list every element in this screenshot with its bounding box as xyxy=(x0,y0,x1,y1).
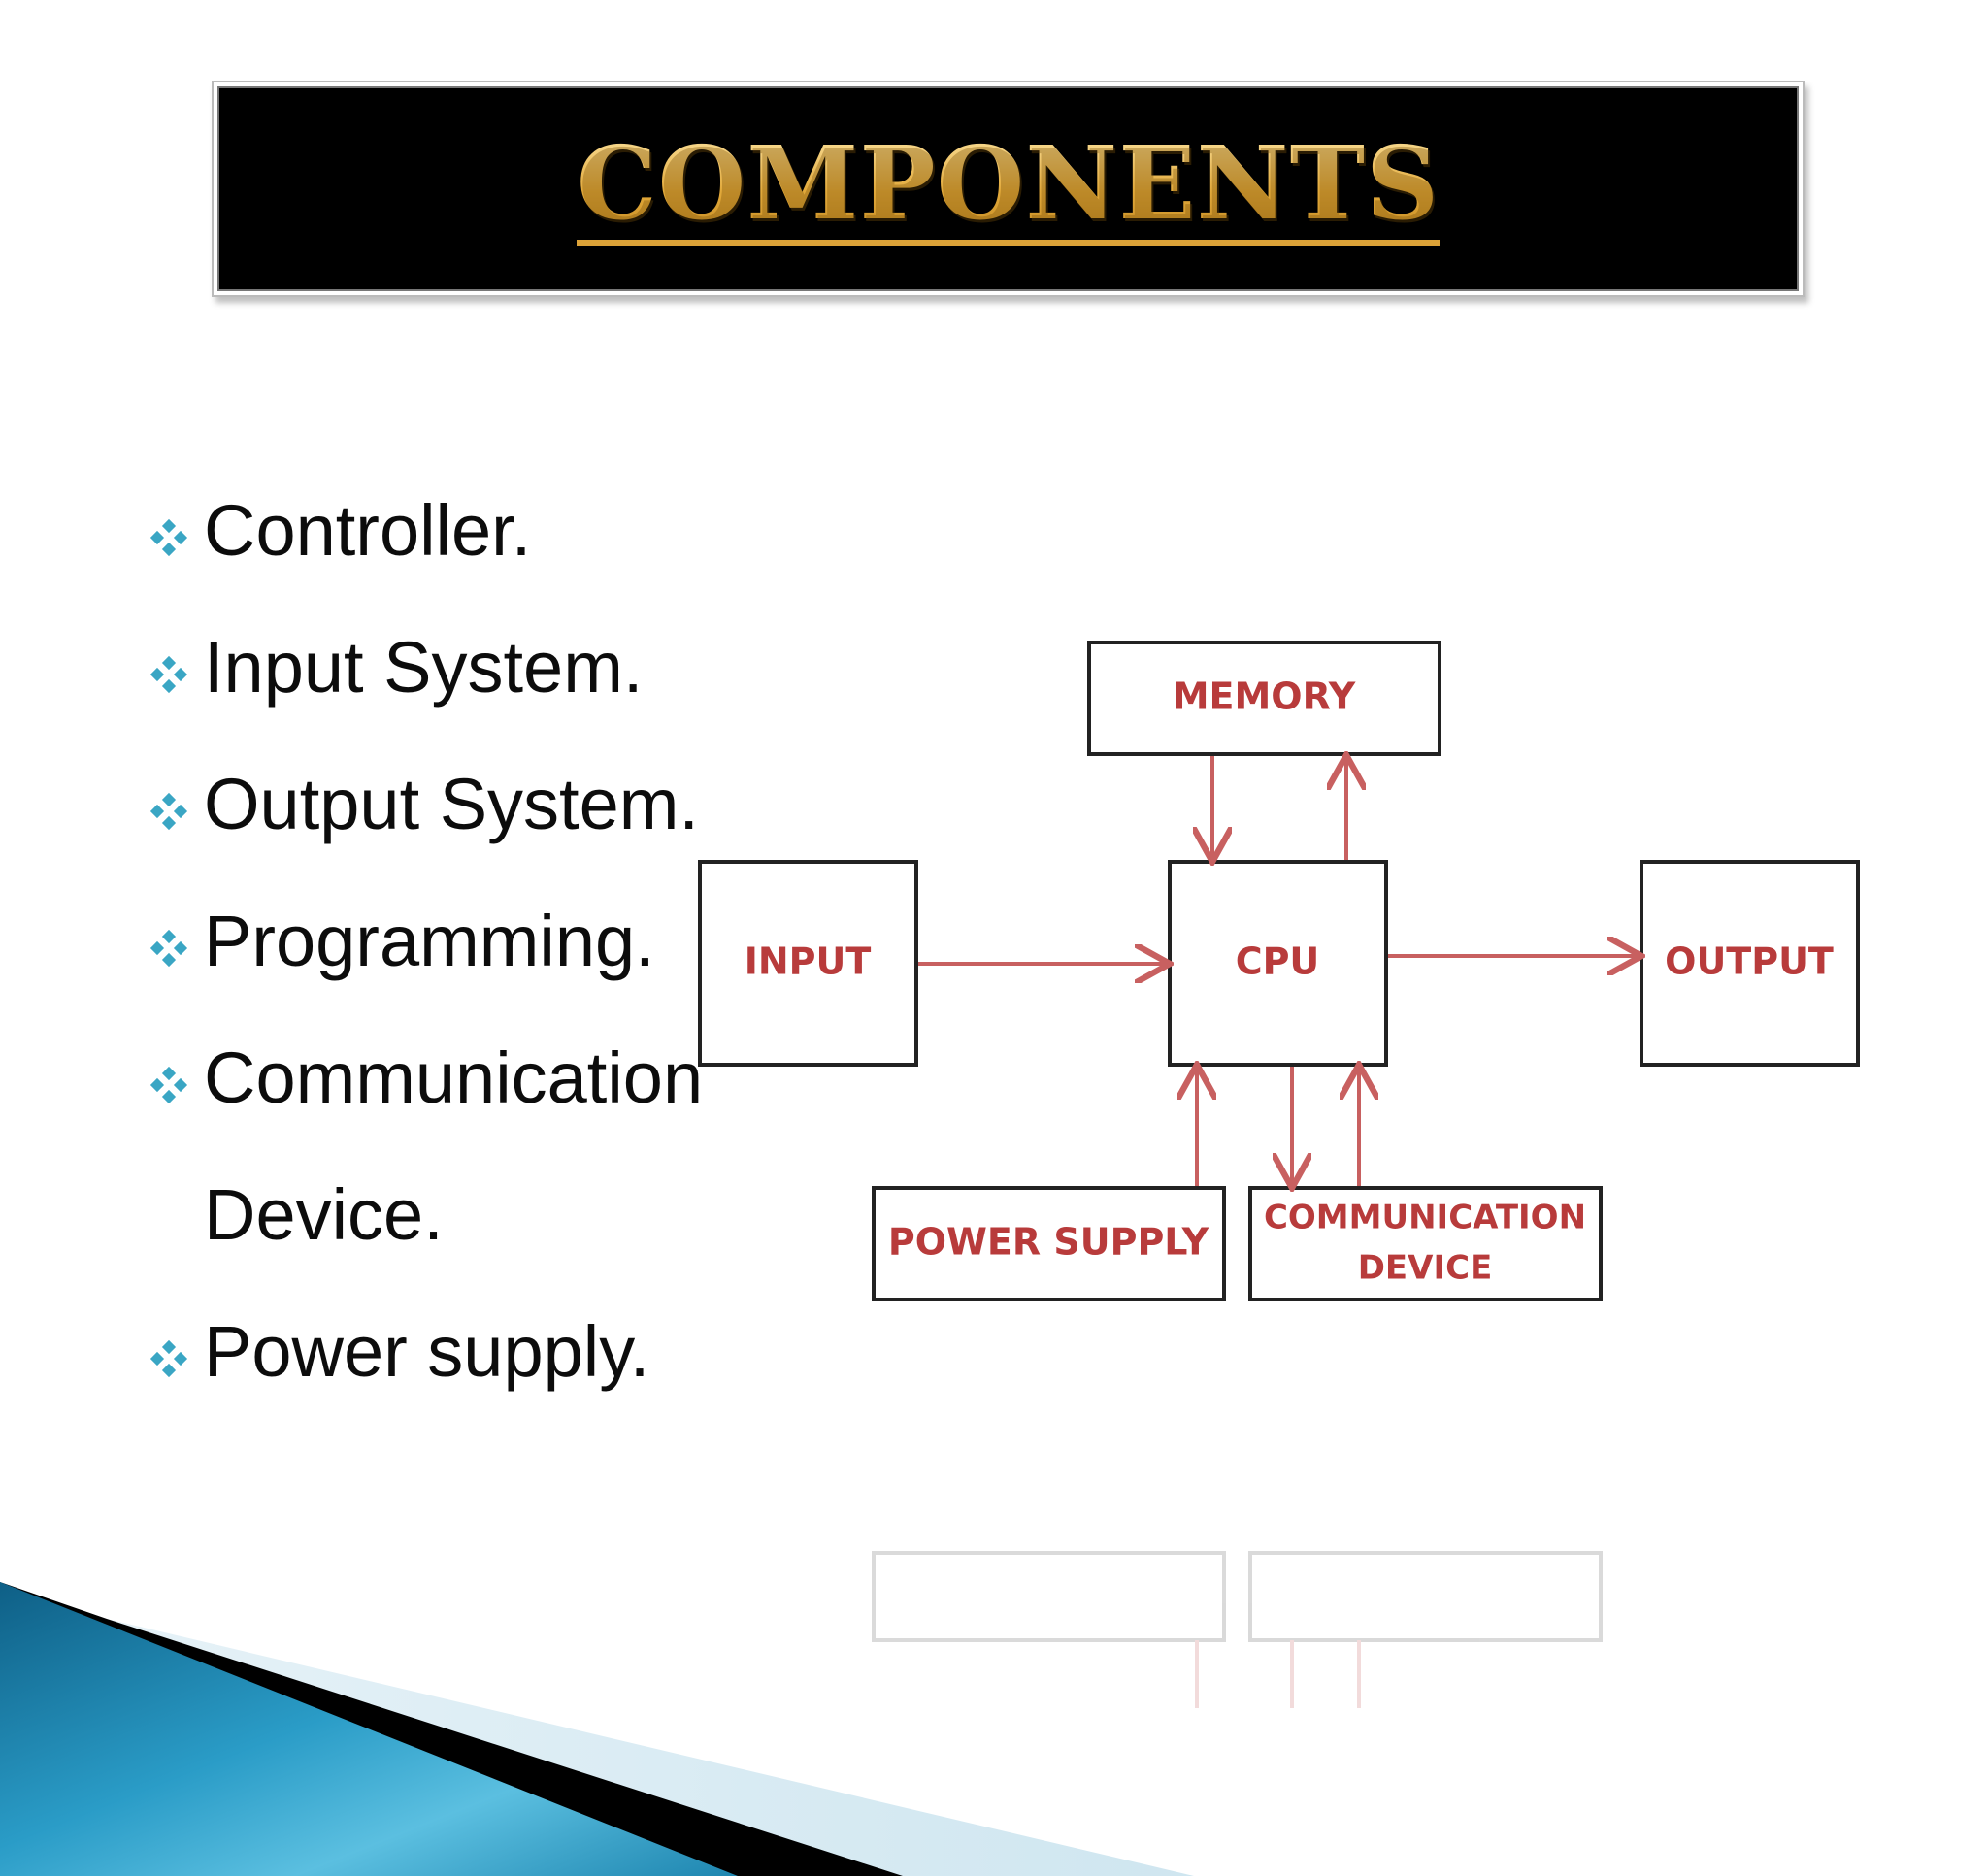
bullet-text: Communication xyxy=(204,1037,704,1118)
communication-label-line1: COMMUNICATION xyxy=(1264,1199,1586,1237)
diamond-cluster-icon xyxy=(149,655,188,694)
bullet-list: Controller. Input System. Output System.… xyxy=(146,476,703,1433)
bullet-item: Communication xyxy=(146,1023,703,1160)
bullet-text: Controller. xyxy=(204,490,532,571)
memory-label: MEMORY xyxy=(1173,675,1356,718)
input-box: INPUT xyxy=(698,860,918,1067)
bullet-item: Programming. xyxy=(146,886,703,1023)
slide-title: COMPONENTS xyxy=(576,132,1441,246)
bullet-item: Controller. xyxy=(146,476,703,612)
output-box: OUTPUT xyxy=(1640,860,1860,1067)
cpu-label: CPU xyxy=(1236,940,1320,983)
bullet-text: Power supply. xyxy=(204,1311,650,1392)
communication-label-line2: DEVICE xyxy=(1358,1249,1493,1288)
bullet-item-continuation: Device. xyxy=(146,1160,703,1297)
diamond-cluster-icon xyxy=(149,1339,188,1378)
power-supply-box: POWER SUPPLY xyxy=(872,1186,1226,1301)
cpu-box: CPU xyxy=(1168,860,1388,1067)
input-label: INPUT xyxy=(745,940,872,983)
title-banner: COMPONENTS xyxy=(217,86,1799,291)
bullet-text: Device. xyxy=(204,1174,444,1255)
bullet-text: Input System. xyxy=(204,627,644,708)
communication-device-box: COMMUNICATION DEVICE xyxy=(1248,1186,1603,1301)
diamond-cluster-icon xyxy=(149,1066,188,1104)
bullet-text: Output System. xyxy=(204,764,699,844)
bullet-text: Programming. xyxy=(204,901,655,981)
bullet-item: Input System. xyxy=(146,612,703,749)
diagram-reflection xyxy=(872,1551,1603,1708)
power-supply-label: POWER SUPPLY xyxy=(888,1221,1209,1264)
bullet-item: Output System. xyxy=(146,749,703,886)
diamond-cluster-icon xyxy=(149,929,188,968)
memory-box: MEMORY xyxy=(1087,641,1441,756)
output-label: OUTPUT xyxy=(1665,940,1834,983)
diamond-cluster-icon xyxy=(149,792,188,831)
diamond-cluster-icon xyxy=(149,518,188,557)
bullet-item: Power supply. xyxy=(146,1297,703,1433)
